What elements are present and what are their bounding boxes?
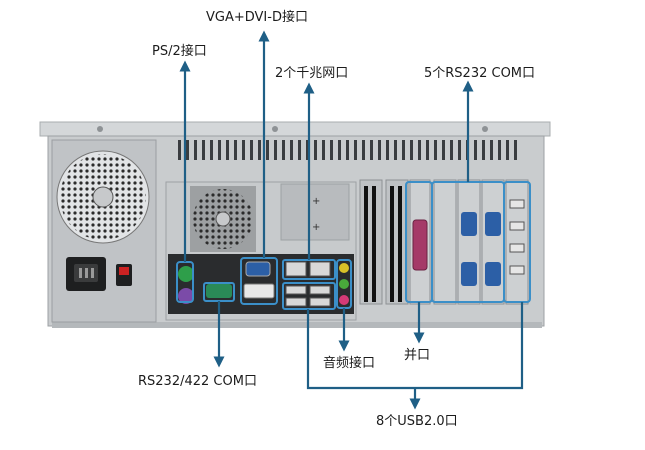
ps2-ports-icon xyxy=(178,266,194,304)
label-audio: 音频接口 xyxy=(323,356,376,371)
vga-port-icon xyxy=(245,261,271,277)
serial-com-ports-icon xyxy=(461,212,501,286)
rear-fan-icon xyxy=(190,186,256,252)
rear-usb-ports-icon xyxy=(285,285,331,307)
audio-jacks-icon xyxy=(339,263,349,305)
label-vga-dvi: VGA+DVI-D接口 xyxy=(206,10,308,25)
power-switch-icon xyxy=(116,264,132,286)
label-parallel: 并口 xyxy=(404,348,431,363)
power-inlet-icon xyxy=(66,257,106,291)
psu-fan-icon xyxy=(56,150,150,244)
expansion-slots xyxy=(359,179,529,305)
parallel-port-icon xyxy=(412,219,428,271)
power-supply xyxy=(51,139,157,323)
callout-lines xyxy=(179,30,524,410)
svg-text:+: + xyxy=(312,222,320,233)
label-usb: 8个USB2.0口 xyxy=(376,414,458,429)
label-gigabit-lan: 2个千兆网口 xyxy=(275,66,349,81)
lan-ports-icon xyxy=(285,261,331,277)
top-vent-slots xyxy=(178,140,517,160)
dvi-port-icon xyxy=(243,283,275,299)
label-com-rs232: 5个RS232 COM口 xyxy=(424,66,536,81)
com-port-icon xyxy=(206,284,232,298)
svg-text:+: + xyxy=(312,196,320,207)
label-rs232-422: RS232/422 COM口 xyxy=(138,374,257,389)
label-ps2: PS/2接口 xyxy=(152,44,207,59)
slot-usb-ports-icon xyxy=(509,199,525,275)
